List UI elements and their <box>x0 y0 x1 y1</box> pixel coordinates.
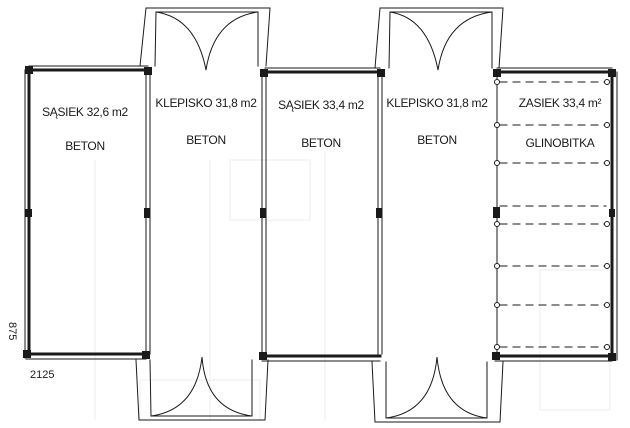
room-1-floor: BETON <box>65 139 105 153</box>
bottom-wall <box>24 352 614 362</box>
room-2-name: KLEPISKO 31,8 m2 <box>155 96 257 110</box>
zasiek-batten-pins <box>494 79 610 350</box>
ghost-lines <box>94 150 611 421</box>
bottom-porch-1 <box>135 356 269 421</box>
posts <box>23 66 616 361</box>
dimension-width: 2125 <box>30 369 55 381</box>
zasiek-battens <box>499 81 607 348</box>
interior-walls <box>145 71 498 357</box>
room-2-floor: BETON <box>186 133 226 147</box>
top-porch-1 <box>139 7 271 71</box>
room-4-name: KLEPISKO 31,8 m2 <box>386 96 488 110</box>
room-4-floor: BETON <box>417 133 457 147</box>
dimension-height: 875 <box>6 322 18 341</box>
top-wall <box>27 65 614 74</box>
top-porch-2 <box>374 7 504 71</box>
bottom-porch-2 <box>371 356 504 423</box>
room-3-name: SĄSIEK 33,4 m2 <box>278 98 364 112</box>
room-1-name: SĄSIEK 32,6 m2 <box>42 105 128 119</box>
room-5-floor: GLINOBITKA <box>525 136 595 150</box>
room-3-floor: BETON <box>301 136 341 150</box>
room-5-name: ZASIEK 33,4 m² <box>518 96 602 110</box>
